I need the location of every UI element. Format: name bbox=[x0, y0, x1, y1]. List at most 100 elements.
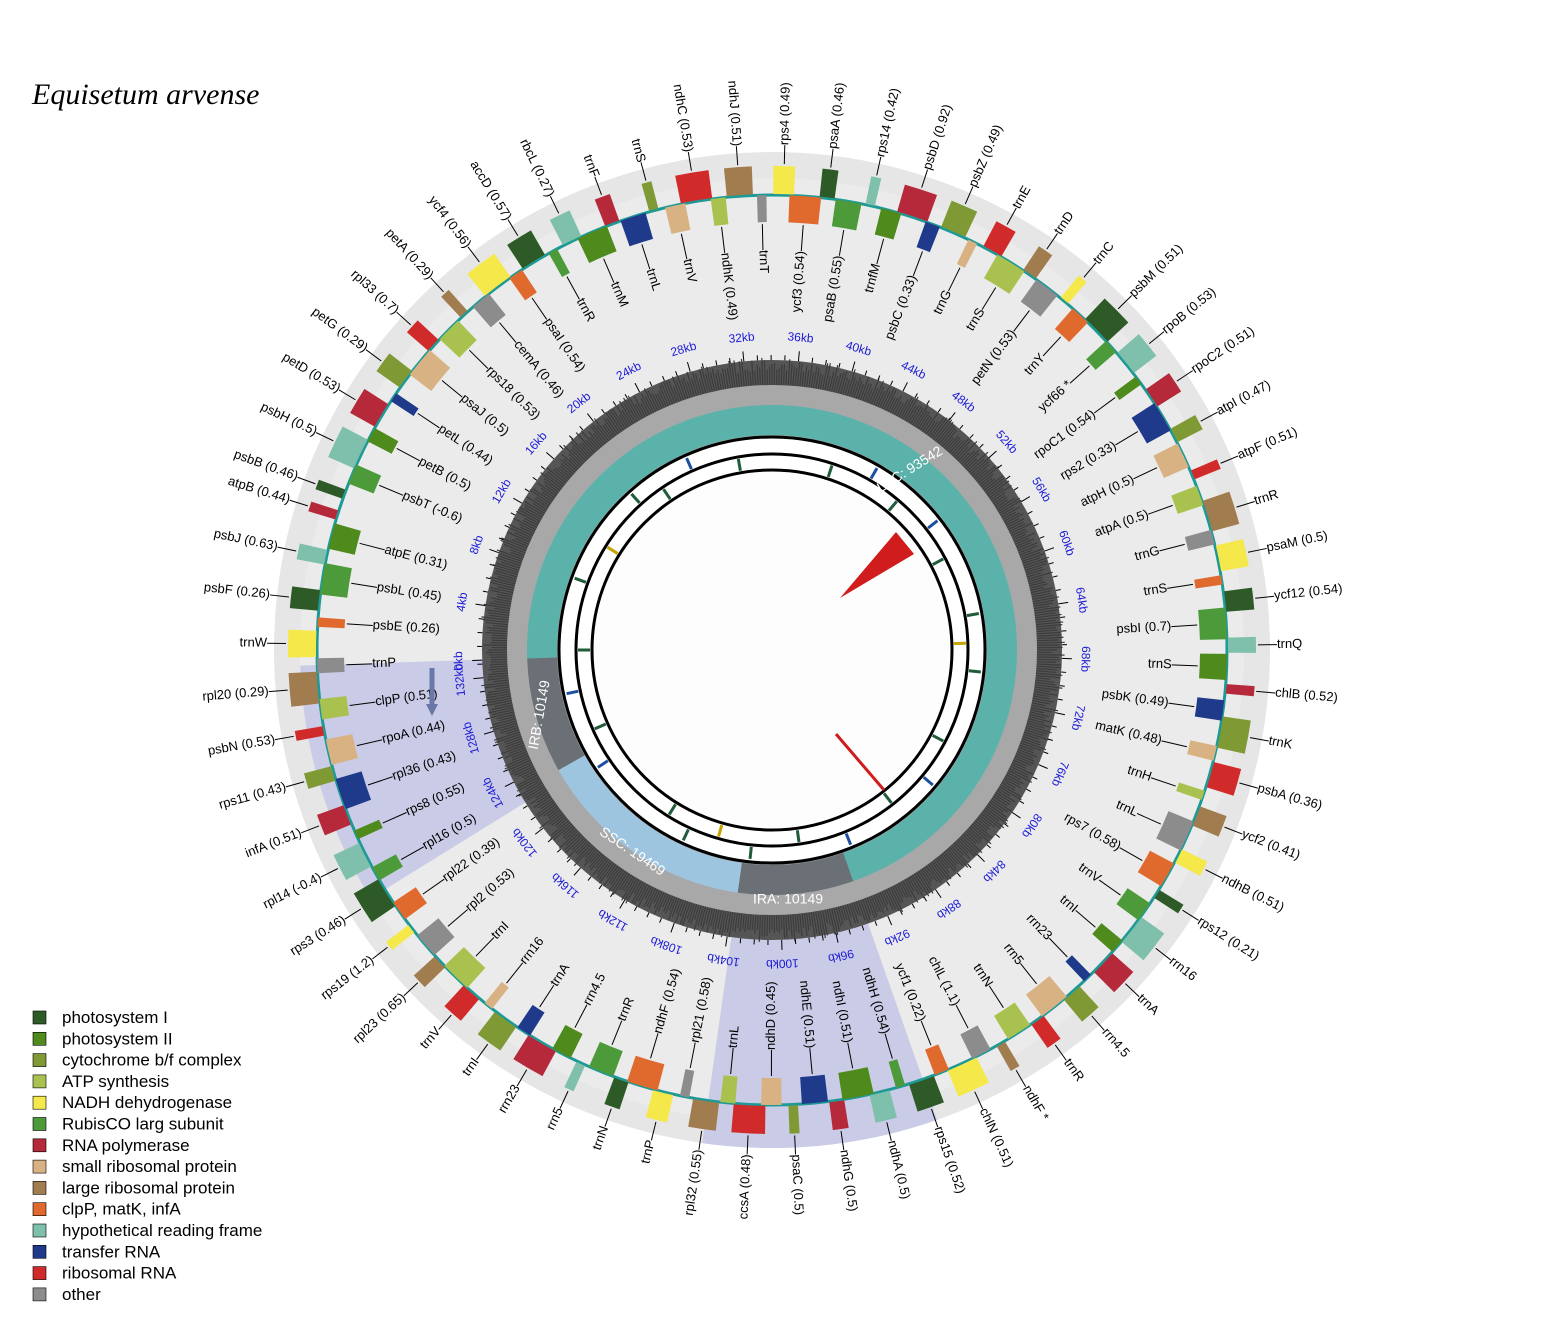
gene-leader-line bbox=[1150, 777, 1176, 787]
gene-leader-line bbox=[746, 1135, 749, 1155]
gene-block bbox=[983, 254, 1025, 294]
gc-bar bbox=[1010, 763, 1034, 776]
gc-bar bbox=[1031, 590, 1052, 596]
repeat-mark bbox=[606, 545, 619, 555]
gc-bar bbox=[583, 849, 599, 867]
gc-bar bbox=[550, 821, 571, 840]
gene-block bbox=[1191, 459, 1221, 480]
gc-bar bbox=[990, 799, 1008, 813]
gene-leader-line bbox=[1168, 702, 1195, 708]
gc-bar bbox=[720, 910, 727, 938]
scale-tick bbox=[503, 769, 509, 773]
gc-bar bbox=[494, 572, 517, 580]
gene-label: trnH bbox=[1126, 762, 1154, 784]
gene-leader-line bbox=[372, 946, 388, 960]
gc-bar bbox=[1031, 704, 1059, 712]
gc-bar bbox=[879, 891, 889, 912]
scale-tick bbox=[914, 393, 918, 398]
gene-leader-line bbox=[1224, 826, 1243, 835]
gc-bar bbox=[881, 890, 889, 905]
scale-tick bbox=[861, 925, 865, 931]
gc-bar bbox=[815, 367, 820, 389]
gc-bar bbox=[686, 902, 693, 920]
gc-bar bbox=[544, 484, 558, 495]
gene-leader-line bbox=[268, 689, 288, 693]
gc-bar bbox=[899, 397, 913, 419]
gc-bar bbox=[598, 862, 615, 884]
gene-leader-line bbox=[1171, 664, 1198, 667]
gc-bar bbox=[864, 898, 872, 915]
gc-bar bbox=[1025, 566, 1043, 574]
gene-leader-line bbox=[365, 349, 382, 362]
gc-bar bbox=[658, 390, 667, 408]
scale-tick bbox=[498, 537, 504, 541]
gc-bar bbox=[1020, 548, 1044, 558]
gene-label: trnV bbox=[681, 257, 701, 284]
gc-bar bbox=[848, 377, 856, 397]
gc-bar bbox=[991, 492, 1006, 503]
gc-bar bbox=[848, 903, 857, 924]
gc-bar bbox=[588, 431, 603, 448]
gc-bar bbox=[607, 410, 623, 432]
gc-bar bbox=[1036, 629, 1058, 633]
gc-bar bbox=[1013, 532, 1036, 543]
gc-bar bbox=[724, 369, 729, 389]
gc-bar bbox=[887, 397, 896, 413]
gc-bar bbox=[799, 363, 803, 387]
repeat-mark bbox=[887, 500, 898, 512]
gene-leader-line bbox=[539, 984, 555, 1008]
gc-bar bbox=[1001, 506, 1020, 519]
gc-bar bbox=[925, 865, 938, 882]
gc-bar bbox=[674, 899, 685, 923]
gc-bar bbox=[742, 913, 745, 930]
scale-tick bbox=[610, 892, 614, 898]
gc-bar bbox=[1031, 702, 1046, 707]
gene-label: psbH (0.5) bbox=[259, 399, 320, 439]
scale-tick bbox=[1057, 698, 1063, 701]
gc-bar bbox=[995, 791, 1011, 803]
gc-bar bbox=[749, 914, 752, 931]
gene-leader-line bbox=[1200, 411, 1218, 422]
gc-bar bbox=[491, 579, 516, 587]
gc-bar bbox=[570, 448, 586, 464]
gene-block bbox=[484, 981, 509, 1009]
gc-bar bbox=[538, 803, 557, 818]
gc-bar bbox=[1023, 731, 1049, 741]
scale-tick bbox=[482, 704, 488, 707]
gene-leader-line bbox=[650, 1033, 659, 1059]
gc-bar bbox=[895, 402, 904, 417]
gc-bar bbox=[715, 372, 720, 391]
gc-bar bbox=[560, 459, 576, 474]
gc-bar bbox=[872, 380, 885, 406]
gene-block bbox=[1170, 415, 1203, 442]
scale-tick bbox=[851, 361, 856, 372]
gc-bar bbox=[1033, 605, 1050, 610]
gene-leader-line bbox=[1125, 983, 1140, 998]
repeat-mark bbox=[685, 457, 693, 470]
gene-label: rps3 (0.46) bbox=[287, 912, 348, 958]
gene-block bbox=[406, 320, 439, 351]
gc-bar bbox=[1036, 658, 1060, 661]
gc-bar bbox=[812, 366, 818, 389]
gc-bar bbox=[539, 810, 563, 829]
gene-block bbox=[645, 1090, 674, 1123]
gc-bar bbox=[500, 744, 525, 755]
gc-bar bbox=[842, 377, 849, 395]
gc-bar bbox=[571, 836, 586, 851]
gc-bar bbox=[492, 709, 514, 716]
gc-bar bbox=[1007, 521, 1024, 531]
gene-leader-line bbox=[931, 1108, 939, 1128]
scale-tick bbox=[510, 512, 516, 516]
gc-bar bbox=[681, 901, 691, 926]
gene-block bbox=[577, 226, 617, 263]
gc-bar bbox=[485, 621, 509, 626]
gc-bar bbox=[1025, 726, 1048, 735]
gene-block bbox=[960, 1025, 991, 1059]
scale-tick bbox=[1048, 562, 1054, 565]
gc-bar bbox=[817, 910, 824, 937]
gene-leader-line bbox=[650, 1121, 657, 1141]
gc-bar bbox=[952, 843, 964, 856]
gene-label: trnS bbox=[1142, 580, 1168, 599]
gene-leader-line bbox=[269, 594, 289, 598]
gc-bar bbox=[805, 912, 810, 931]
